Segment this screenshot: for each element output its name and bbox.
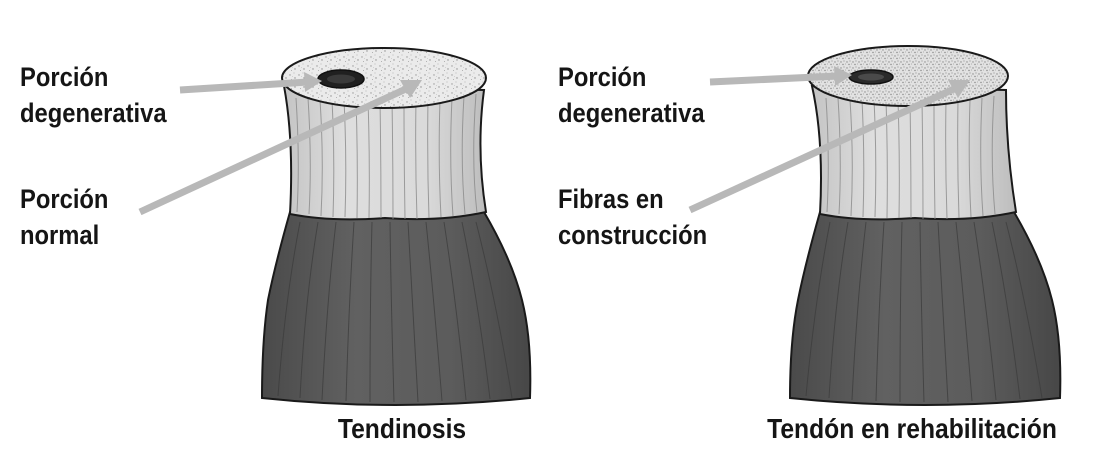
label-right-degenerativa-line2: degenerativa: [558, 98, 705, 128]
tendon-left-top-face: [281, 47, 487, 109]
label-right-fibras-line1: Fibras en: [558, 184, 664, 214]
arrows-left: [138, 72, 422, 216]
label-right-degenerativa-line1: Porción: [558, 62, 647, 92]
caption-right: Tendón en rehabilitación: [767, 413, 1057, 444]
label-left-normal: Porción normal: [20, 181, 108, 253]
arrow-left-normal: [138, 80, 422, 216]
label-left-degenerativa-line1: Porción: [20, 62, 109, 92]
tendon-left: [260, 47, 532, 406]
tendon-left-upper-fibers: [295, 93, 478, 220]
tendon-right-upper-fibers: [825, 95, 996, 220]
arrow-right-fibras: [688, 80, 970, 214]
tendon-right-lower-fibers: [805, 221, 1043, 403]
arrow-right-degenerativa: [709, 66, 852, 86]
label-left-normal-line2: normal: [20, 220, 100, 250]
label-left-degenerativa-line2: degenerativa: [20, 98, 167, 128]
label-right-degenerativa: Porción degenerativa: [558, 59, 705, 131]
label-right-fibras: Fibras en construcción: [558, 181, 707, 253]
tendon-left-lower: [260, 211, 532, 406]
tendon-left-lower-fibers: [277, 221, 513, 403]
label-left-degenerativa: Porción degenerativa: [20, 59, 167, 131]
arrow-left-degenerativa: [179, 72, 322, 94]
tendon-right-lower: [788, 211, 1062, 406]
label-left-normal-line1: Porción: [20, 184, 109, 214]
label-right-fibras-line2: construcción: [558, 220, 708, 250]
arrows-right: [688, 66, 970, 214]
caption-left: Tendinosis: [337, 413, 467, 444]
